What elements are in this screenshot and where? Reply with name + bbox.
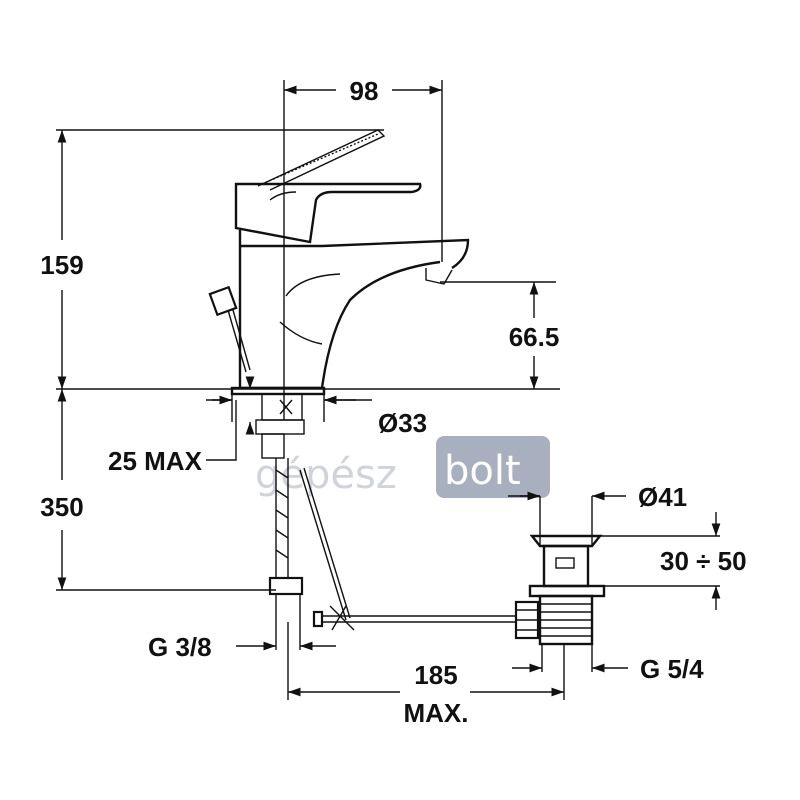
dim-waste-thread: G 5/4 (640, 654, 704, 684)
mounting-assembly (208, 285, 520, 631)
watermark-box (436, 436, 550, 498)
dim-waste-range: 30 ÷ 50 (660, 546, 747, 576)
dim-base-diameter: Ø33 (378, 408, 427, 438)
waste-valve (514, 534, 606, 646)
dim-rod-length: 185 (414, 660, 457, 690)
dim-total-height: 159 (40, 250, 83, 280)
dim-spout-reach: 98 (350, 76, 379, 106)
watermark-text-1: gépész (255, 452, 397, 498)
faucet-body (230, 129, 470, 396)
watermark: gépész bolt (255, 436, 550, 498)
dimension-labels: 98 159 66.5 Ø33 25 MAX 350 Ø41 30 ÷ 50 G… (40, 76, 746, 728)
dim-waste-diameter: Ø41 (638, 482, 687, 512)
dim-counter-thickness: 25 MAX (108, 446, 203, 476)
dimension-lines (56, 80, 721, 700)
dim-spout-height: 66.5 (509, 322, 560, 352)
watermark-text-2: bolt (444, 448, 521, 494)
dim-inlet-thread: G 3/8 (148, 632, 212, 662)
dim-rod-length-suffix: MAX. (404, 698, 469, 728)
dim-hose-length: 350 (40, 492, 83, 522)
